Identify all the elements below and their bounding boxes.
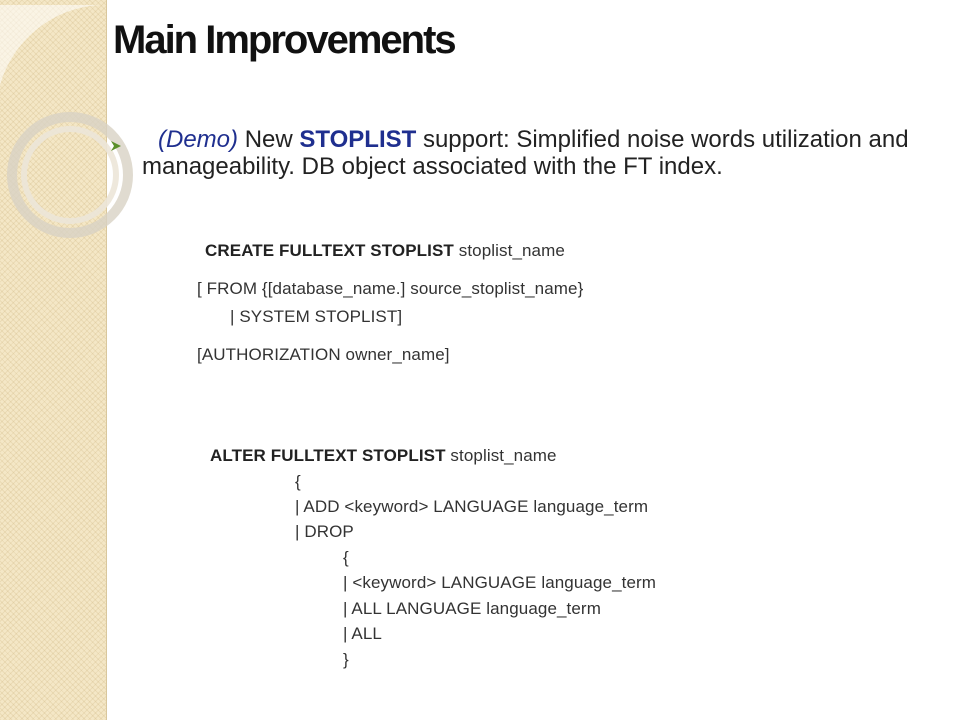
new-word: New: [244, 126, 293, 153]
alter-line-5: {: [343, 548, 349, 567]
create-line-3: | SYSTEM STOPLIST]: [230, 307, 403, 326]
alter-keyword: ALTER FULLTEXT STOPLIST: [210, 446, 446, 465]
intro-text: support: Simplified noise words utilizat…: [142, 126, 909, 180]
demo-label: (Demo): [158, 126, 239, 153]
decorative-sidebar: [0, 0, 107, 720]
arrow-bullet-icon: [111, 141, 121, 151]
alter-line-2: {: [295, 472, 301, 491]
alter-line-3: | ADD <keyword> LANGUAGE language_term: [295, 497, 649, 516]
create-line-1: CREATE FULLTEXT STOPLIST stoplist_name: [205, 241, 565, 261]
alter-line-9: }: [343, 650, 349, 669]
alter-line-6: | <keyword> LANGUAGE language_term: [343, 573, 657, 592]
alter-line-7: | ALL LANGUAGE language_term: [343, 599, 601, 618]
alter-line-4: | DROP: [295, 522, 354, 541]
alter-line-1: ALTER FULLTEXT STOPLIST stoplist_name: [210, 446, 557, 466]
page-title: Main Improvements: [113, 18, 457, 62]
create-stoplist-name: stoplist_name: [458, 241, 565, 260]
alter-line-8: | ALL: [343, 624, 382, 643]
create-line-2: [ FROM {[database_name.] source_stoplist…: [197, 279, 584, 298]
create-line-4: [AUTHORIZATION owner_name]: [197, 345, 450, 364]
stoplist-keyword: STOPLIST: [299, 126, 417, 153]
intro-paragraph: (Demo) New STOPLIST support: Simplified …: [142, 126, 957, 180]
create-keyword: CREATE FULLTEXT STOPLIST: [205, 241, 454, 260]
alter-stoplist-name: stoplist_name: [450, 446, 557, 465]
